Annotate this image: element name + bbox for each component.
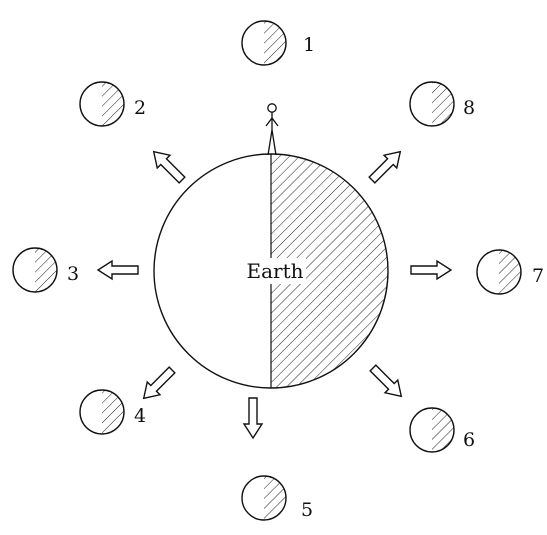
earth: Earth [154, 154, 388, 388]
arrow-right [411, 261, 451, 279]
moon-label: 2 [134, 97, 146, 119]
arrow-left [98, 261, 138, 279]
moon-8: 8 [410, 82, 475, 126]
moon-label: 1 [303, 34, 315, 56]
moon-5: 5 [242, 476, 313, 521]
moon-label: 7 [532, 265, 544, 287]
moon-1: 1 [242, 21, 315, 65]
moon-7: 7 [477, 250, 544, 294]
person-figure-icon [266, 104, 278, 155]
moon-label: 3 [67, 263, 79, 285]
earth-label: Earth [246, 259, 303, 283]
moon-3: 3 [13, 248, 79, 292]
moon-6: 6 [410, 408, 475, 452]
moon-label: 6 [463, 429, 475, 451]
arrow-lower-left [137, 364, 178, 405]
moon-4: 4 [80, 390, 146, 434]
arrow-lower-right [367, 362, 408, 403]
moon-label: 4 [134, 405, 146, 427]
moon-2: 2 [80, 82, 146, 126]
arrow-upper-left [147, 145, 188, 186]
moon-label: 5 [301, 499, 313, 521]
moon-label: 8 [463, 97, 475, 119]
arrow-upper-right [366, 145, 407, 186]
arrow-down [244, 398, 262, 438]
